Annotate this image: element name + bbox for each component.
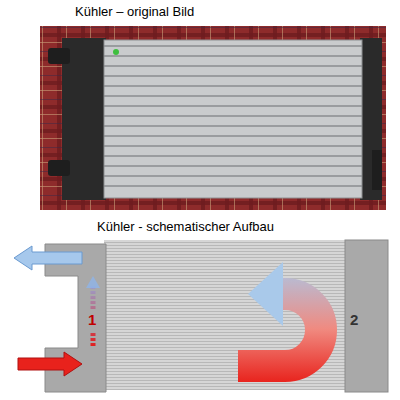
callout-number: 2 [350, 311, 358, 329]
photo-heading: Kühler – original Bild [75, 4, 194, 20]
radiator-photo [40, 26, 386, 210]
callout-number: 1 [88, 311, 96, 329]
radiator-schematic [14, 240, 388, 392]
outlet-arrow [14, 246, 82, 270]
schematic-heading: Kühler - schematischer Aufbau [97, 219, 274, 235]
flow-arrow-2-head [248, 262, 283, 326]
inlet-arrow [18, 352, 82, 376]
flow-arrow-1 [86, 276, 100, 288]
